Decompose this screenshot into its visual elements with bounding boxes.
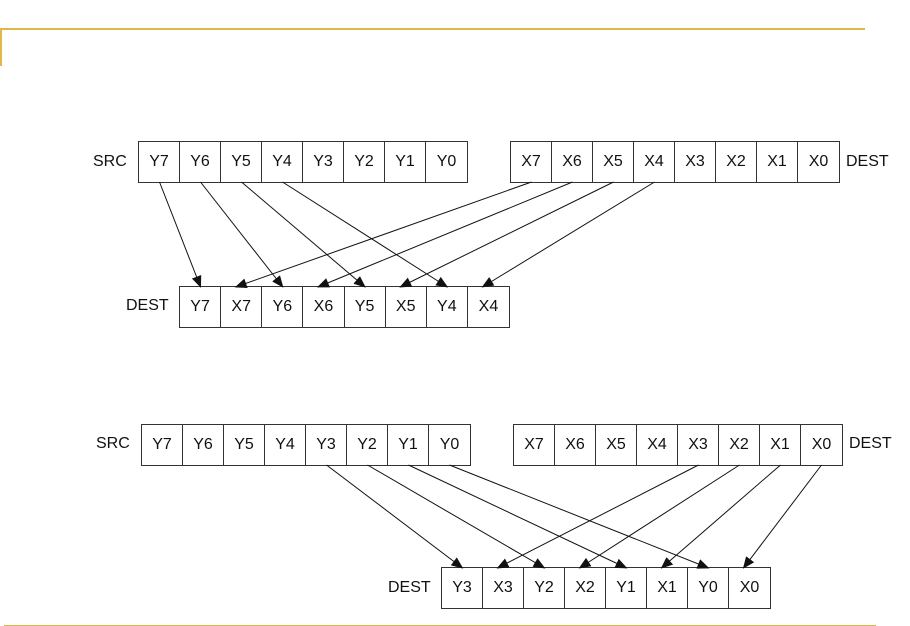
d1-src-cell-y0: Y0	[436, 153, 457, 170]
d2-src-cell-y7: Y7	[142, 425, 183, 465]
d2-result-cell-y3: Y3	[442, 568, 483, 608]
d1-arrow-x5	[399, 181, 614, 288]
d2-dest-input-cell-x5: X5	[596, 425, 637, 465]
d1-src-cell-y1: Y1	[385, 142, 426, 182]
d1-arrow-x6	[317, 181, 573, 288]
d1-dest-output-label: DEST	[126, 297, 169, 314]
d2-dest-input-cell-x7: X7	[514, 425, 555, 465]
d2-src-cell-y5: Y5	[224, 425, 265, 465]
d2-result-cell-x1: X1	[647, 568, 688, 608]
d2-src-cell-y4: Y4	[265, 425, 306, 465]
d2-dest-input-cell-x3: X3	[678, 425, 719, 465]
d2-arrow-y2	[367, 464, 546, 569]
d1-result-cell-x5: X5	[386, 287, 427, 327]
d1-result-cell-y7: Y7	[180, 287, 222, 327]
d1-dest-input-cell-x1: X1	[757, 142, 798, 182]
d2-dest-input-cell-x1: X1	[760, 425, 801, 465]
d1-arrow-y7	[159, 181, 202, 288]
d2-dest-output-label: DEST	[388, 579, 431, 596]
d1-dest-input-cell-x3: X3	[675, 142, 716, 182]
d1-src-cell-y3: Y3	[303, 142, 344, 182]
d1-src-cell-y2: Y2	[344, 142, 385, 182]
d2-src-cell-y2: Y2	[347, 425, 388, 465]
d1-result-cell-x4: X4	[478, 298, 499, 315]
header-rule	[0, 28, 865, 30]
d2-src-cell-y3: Y3	[306, 425, 347, 465]
d1-arrow-y6	[200, 181, 284, 288]
d2-arrow-y0	[449, 464, 710, 569]
d2-arrow-x3	[496, 464, 699, 569]
d2-result-cell-y2: Y2	[524, 568, 565, 608]
d1-dest-input-cell-x5: X5	[593, 142, 634, 182]
d2-dest-input-cell-x2: X2	[719, 425, 760, 465]
d1-result-cell-y4: Y4	[427, 287, 468, 327]
d1-dest-input-cell-x2: X2	[716, 142, 757, 182]
d2-src-cell-y6: Y6	[183, 425, 224, 465]
d1-result-cell-y5: Y5	[345, 287, 386, 327]
d1-dest-input-cell-x4: X4	[634, 142, 675, 182]
d2-src-label: SRC	[96, 435, 130, 452]
d2-dest-input-cell-x4: X4	[637, 425, 678, 465]
d1-dest-input-cell-x7: X7	[511, 142, 552, 182]
header-left-rule	[0, 28, 2, 66]
d1-result-cell-x6: X6	[303, 287, 345, 327]
d1-arrow-x7	[234, 181, 532, 289]
d1-arrow-x4	[481, 181, 655, 288]
d1-result-cell-x7: X7	[221, 287, 263, 327]
d2-src-cell-y1: Y1	[388, 425, 429, 465]
d1-arrow-y5	[241, 181, 366, 288]
d2-result-cell-y0: Y0	[688, 568, 729, 608]
d2-arrow-y1	[408, 464, 628, 569]
d2-result-cell-x2: X2	[565, 568, 606, 608]
d1-src-cell-y5: Y5	[221, 142, 262, 182]
d2-dest-input-cell-x0: X0	[811, 436, 832, 453]
d2-result-cell-x3: X3	[483, 568, 524, 608]
d1-src-cell-y4: Y4	[262, 142, 303, 182]
d1-src-cell-y7: Y7	[139, 142, 180, 182]
d2-src-cell-y0: Y0	[439, 436, 460, 453]
d2-arrow-x0	[742, 464, 822, 569]
d2-result-cell-x0: X0	[739, 579, 760, 596]
d1-src-cell-y6: Y6	[180, 142, 221, 182]
d1-arrow-y4	[282, 181, 449, 288]
d1-dest-input-cell-x6: X6	[552, 142, 593, 182]
d2-result-cell-y1: Y1	[606, 568, 647, 608]
d1-result-cell-y6: Y6	[262, 287, 304, 327]
d2-dest-input-cell-x6: X6	[555, 425, 596, 465]
d1-dest-input-label: DEST	[846, 153, 889, 170]
d1-dest-input-cell-x0: X0	[808, 153, 829, 170]
d1-src-label: SRC	[93, 153, 127, 170]
d2-arrow-y3	[326, 464, 464, 569]
d2-arrow-x1	[660, 464, 781, 569]
d2-dest-input-label: DEST	[849, 435, 892, 452]
d2-arrow-x2	[578, 464, 740, 569]
